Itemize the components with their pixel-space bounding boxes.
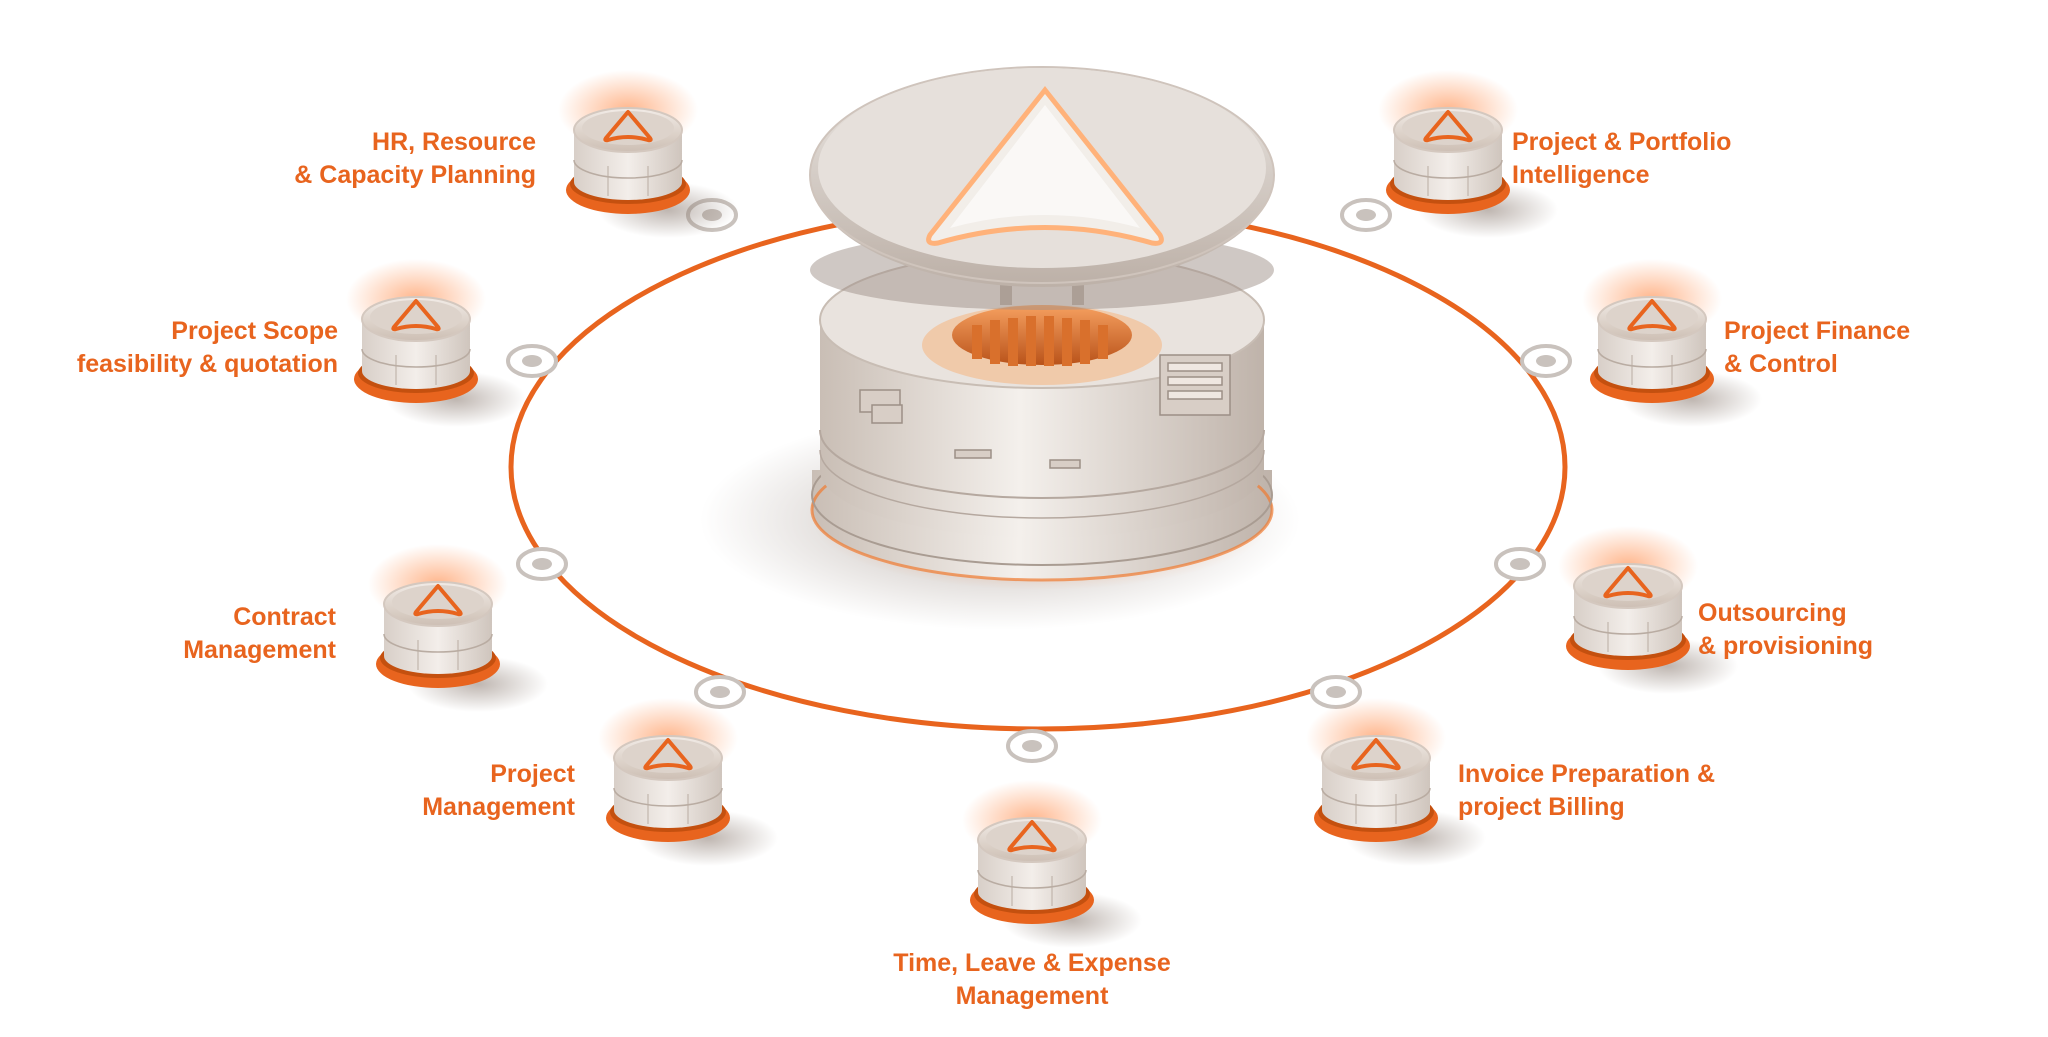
arrow-logo-icon <box>603 110 653 143</box>
hub-arrow-logo-icon <box>926 85 1164 246</box>
ring-connector <box>1340 198 1392 232</box>
module-pod-pm <box>598 698 778 866</box>
ring-connector <box>516 547 568 581</box>
module-label-line: Invoice Preparation & <box>1458 760 1716 788</box>
ring-connector <box>1006 729 1058 763</box>
arrow-logo-icon <box>1351 738 1401 771</box>
module-pod-hr <box>558 70 738 238</box>
arrow-logo-icon <box>391 299 441 332</box>
module-pod-invoice <box>1306 698 1486 866</box>
ring-connector <box>1520 344 1572 378</box>
module-label-hr: HR, Resource & Capacity Planning <box>294 126 536 192</box>
module-label-line: HR, Resource <box>372 128 536 156</box>
module-pod-outsourcing <box>1558 526 1738 694</box>
module-label-invoice: Invoice Preparation & project Billing <box>1458 758 1715 824</box>
module-label-scope: Project Scope feasibility & quotation <box>77 315 338 381</box>
module-pod-time <box>962 780 1142 948</box>
module-label-line: Management <box>422 793 575 821</box>
module-label-outsourcing: Outsourcing & provisioning <box>1698 597 1873 663</box>
module-pod-finance <box>1582 259 1762 427</box>
module-label-line: Project & Portfolio <box>1512 128 1732 156</box>
module-pods <box>346 70 1762 948</box>
arrow-logo-icon <box>1423 110 1473 143</box>
ring-connector <box>1494 547 1546 581</box>
ring-connector <box>694 675 746 709</box>
arrow-logo-icon <box>1007 820 1057 853</box>
module-label-line: Contract <box>233 603 336 631</box>
module-label-line: Management <box>183 636 336 664</box>
module-pod-portfolio <box>1378 70 1558 238</box>
module-label-line: feasibility & quotation <box>76 350 338 378</box>
module-label-finance: Project Finance & Control <box>1724 315 1910 381</box>
module-label-line: Intelligence <box>1512 161 1650 189</box>
arrow-logo-icon <box>413 584 463 617</box>
module-label-line: Outsourcing <box>1698 599 1847 627</box>
module-label-line: project Billing <box>1458 793 1625 821</box>
arrow-logo-icon <box>643 738 693 771</box>
module-label-line: & Capacity Planning <box>294 161 536 189</box>
arrow-logo-icon <box>1627 299 1677 332</box>
module-label-line: & provisioning <box>1698 632 1873 660</box>
module-label-line: Project Finance <box>1724 317 1911 345</box>
arrow-logo-icon <box>1603 566 1653 599</box>
ring-connector <box>506 344 558 378</box>
module-label-line: Project Scope <box>171 317 338 345</box>
module-pod-scope <box>346 259 526 427</box>
module-label-line: Management <box>955 982 1109 1010</box>
module-label-line: Project <box>490 760 575 788</box>
module-label-line: & Control <box>1724 350 1838 378</box>
module-pod-contract <box>368 544 548 712</box>
module-label-line: Time, Leave & Expense <box>893 949 1171 977</box>
central-hub <box>700 66 1300 630</box>
